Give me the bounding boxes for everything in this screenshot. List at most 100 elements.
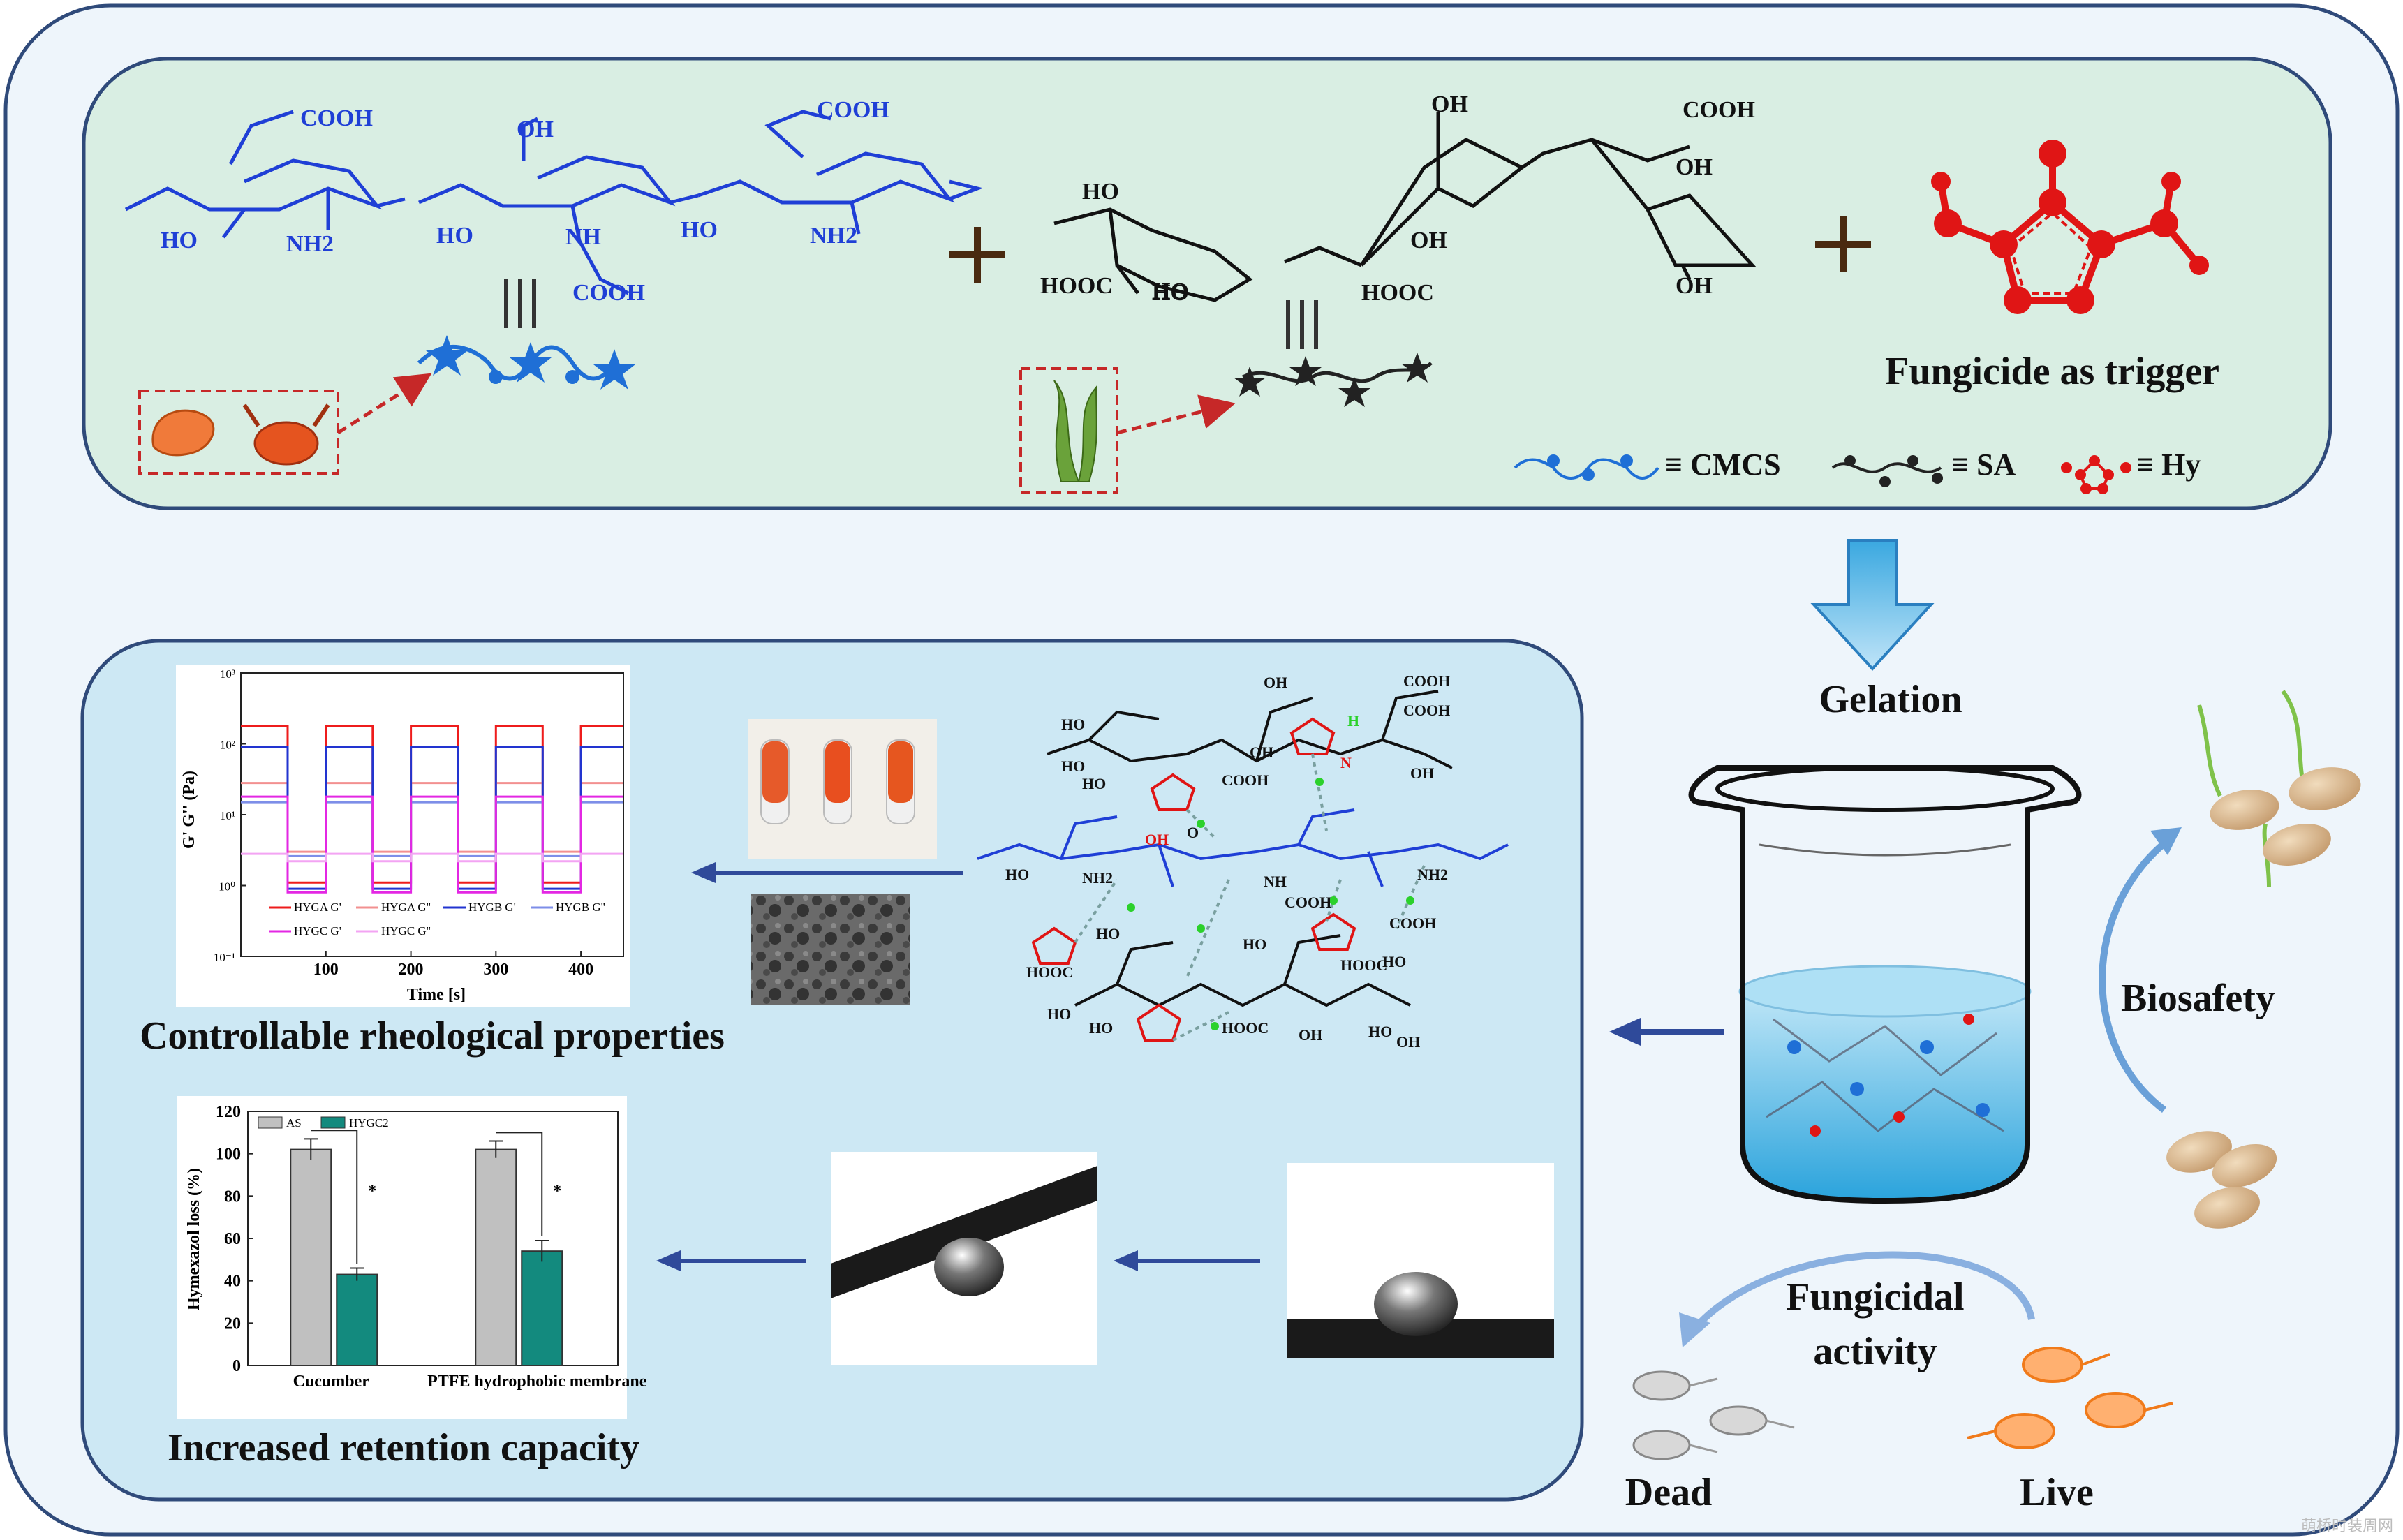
bar-y-tick-label: 80 <box>224 1187 241 1206</box>
network-group: COOH <box>1389 915 1436 932</box>
fungicidal-label-line2: activity <box>1813 1330 1937 1373</box>
network-group: NH <box>1264 873 1287 890</box>
rheology-x-ticks: 100 200 300 400 <box>313 951 593 979</box>
cmcs-group: HO <box>161 228 198 253</box>
rheology-caption: Controllable rheological properties <box>140 1014 725 1058</box>
network-group: COOH <box>1222 771 1269 789</box>
equivalence-bars <box>504 279 536 328</box>
rheology-legend-label: HYGC G'' <box>381 924 431 938</box>
network-group: H <box>1347 712 1359 730</box>
network-group: N <box>1340 754 1352 771</box>
rheology-x-tick-label: 200 <box>399 961 424 979</box>
rheology-legend-label: HYGC G' <box>294 924 341 938</box>
rheology-ylabel: G' G'' (Pa) <box>180 771 198 849</box>
fungicidal-arc <box>1694 1251 2035 1329</box>
bar-legend-swatch <box>320 1116 346 1129</box>
sa-chain-cartoon <box>1234 353 1433 407</box>
rheology-x-tick-label: 100 <box>313 961 339 979</box>
rheology-series-line <box>241 782 623 853</box>
network-group: NH2 <box>1417 866 1448 883</box>
cmcs-group: COOH <box>300 105 373 131</box>
network-group: HO <box>1061 716 1085 733</box>
rheology-series-line <box>241 746 623 890</box>
bar-y-tick-label: 120 <box>216 1103 241 1121</box>
legend-hy: ≡ Hy <box>2136 447 2201 482</box>
retention-caption: Increased retention capacity <box>167 1426 640 1469</box>
dead-bacteria <box>1632 1370 1795 1460</box>
legend-hy-icon <box>2061 455 2131 494</box>
equivalence-bars-sa <box>1286 300 1318 349</box>
top-panel <box>82 57 2332 510</box>
seaweed-box <box>1019 367 1118 494</box>
rheology-series-line <box>241 801 623 857</box>
rheology-legend-label: HYGA G'' <box>381 901 431 914</box>
vials-photo <box>748 719 937 859</box>
sa-group: COOH <box>1683 97 1755 123</box>
network-group: COOH <box>1403 672 1450 690</box>
sem-micrograph <box>751 894 910 1005</box>
bar-y-tick-label: 0 <box>232 1357 241 1375</box>
rheology-series <box>241 725 623 894</box>
sprouted-seeds <box>2197 690 2361 887</box>
rheology-legend-label: HYGB G'' <box>556 901 605 914</box>
droplet-incline-photo <box>831 1152 1097 1365</box>
network-group: OH <box>1145 831 1169 848</box>
source-arrow <box>1116 394 1236 435</box>
network-group: HO <box>1061 757 1085 775</box>
network-group: HO <box>1047 1005 1071 1023</box>
plus-signs <box>949 216 1871 283</box>
network-group: HO <box>1005 866 1029 883</box>
cmcs-group: HO <box>436 223 473 249</box>
rheology-series-line <box>241 852 623 863</box>
rheology-x-tick-label: 400 <box>568 961 593 979</box>
cmcs-group: COOH <box>572 280 645 306</box>
significance-bracket <box>311 1130 358 1264</box>
sa-group: OH <box>1676 154 1713 180</box>
rheology-y-tick-label: 10² <box>220 739 235 752</box>
rheology-legend: HYGA G'HYGA G''HYGB G'HYGB G''HYGC G'HYG… <box>269 901 605 938</box>
network-group: HOOC <box>1026 963 1073 981</box>
network-group: COOH <box>1285 894 1331 911</box>
rheology-series-line <box>241 795 623 894</box>
bar <box>336 1273 378 1366</box>
biosafety-label: Biosafety <box>2121 977 2275 1020</box>
rheology-xlabel: Time [s] <box>407 986 466 1004</box>
network-group: OH <box>1410 764 1434 782</box>
fungicidal-label-line1: Fungicidal <box>1786 1275 1965 1319</box>
legend-sa: ≡ SA <box>1951 447 2016 482</box>
arrow-beaker-to-panel <box>1609 1018 1724 1046</box>
live-bacteria <box>1967 1347 2173 1449</box>
network-group: NH2 <box>1082 869 1113 887</box>
cmcs-group: OH <box>517 117 554 142</box>
dead-label: Dead <box>1625 1471 1713 1514</box>
sa-labels: OH COOH HO OH HO OH HOOC HO HOOC OH <box>1040 91 1755 306</box>
network-group: OH <box>1396 1033 1420 1051</box>
cmcs-group: NH <box>565 224 601 250</box>
sa-group: OH <box>1410 228 1447 253</box>
sa-group: HOOC <box>1361 280 1434 306</box>
beaker-hydrogel <box>1688 765 2082 1204</box>
bar-category-label: Cucumber <box>293 1372 370 1391</box>
network-group: HO <box>1082 775 1106 792</box>
crab-icon <box>242 403 330 466</box>
bar-legend-swatch <box>258 1116 283 1129</box>
cmcs-group: COOH <box>817 97 889 123</box>
rheology-legend-label: HYGB G' <box>468 901 516 914</box>
rheology-x-tick-label: 300 <box>483 961 508 979</box>
cmcs-structure <box>124 110 984 295</box>
bar-y-tick-label: 20 <box>224 1315 241 1333</box>
network-group: HOOC <box>1222 1019 1269 1037</box>
arrows-retention <box>656 1250 1260 1271</box>
bar-y-tick-label: 40 <box>224 1273 241 1291</box>
network-group: HO <box>1368 1023 1392 1040</box>
network-group: COOH <box>1403 702 1450 719</box>
bar-y-tick-label: 100 <box>216 1146 241 1164</box>
network-group: HO <box>1243 935 1266 953</box>
sa-group: OH <box>1676 273 1713 299</box>
bar-marks: *Cucumber*PTFE hydrophobic membrane <box>290 1130 647 1391</box>
hymexazol-molecule <box>1931 140 2209 314</box>
sa-group: HOOC <box>1040 273 1113 299</box>
